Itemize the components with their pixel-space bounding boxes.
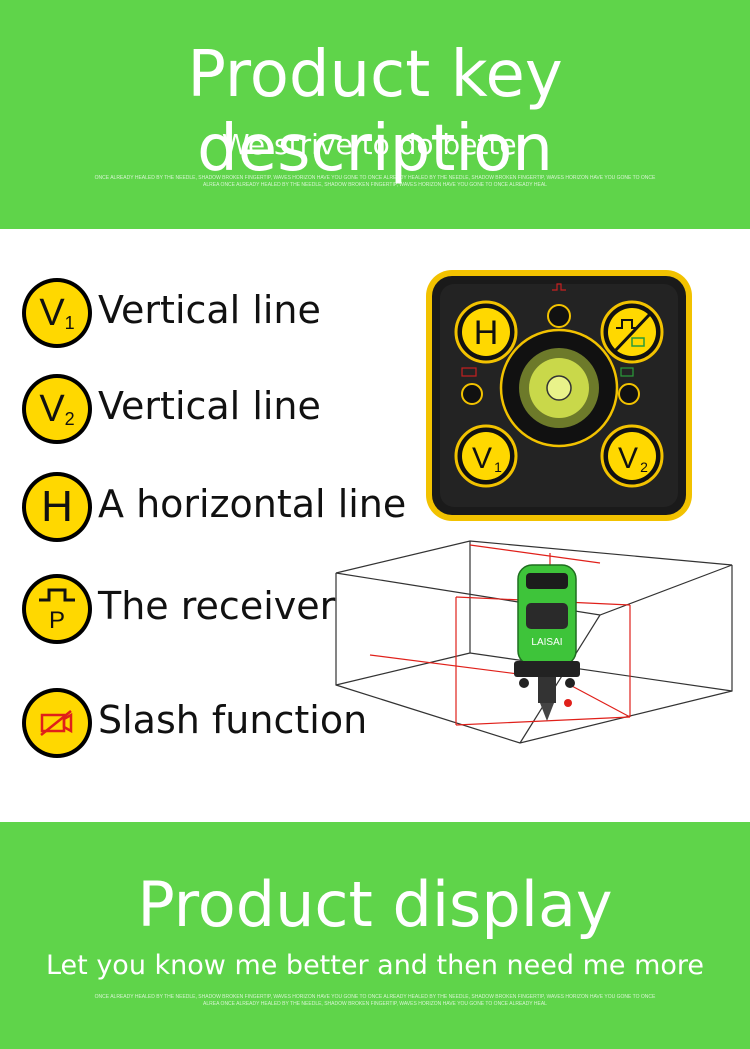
svg-text:V: V xyxy=(472,442,492,475)
feature-label: Slash function xyxy=(98,698,368,742)
feature-item-v2: V2 Vertical line xyxy=(22,374,422,444)
svg-text:H: H xyxy=(474,314,499,352)
feature-item-slash: Slash function xyxy=(22,688,422,758)
fineprint-text: ONCE ALREADY HEALED BY THE NEEDLE, SHADO… xyxy=(94,994,656,1007)
feature-label: Vertical line xyxy=(98,384,321,428)
feature-label: A horizontal line xyxy=(98,482,407,526)
device-brand: LAISAI xyxy=(531,637,562,648)
feature-item-h: H A horizontal line xyxy=(22,472,422,542)
feature-item-v1: V1 Vertical line xyxy=(22,278,422,348)
feature-label: The receiver xyxy=(98,584,336,628)
laser-device: LAISAI xyxy=(514,564,580,721)
v2-icon: V2 xyxy=(22,374,92,444)
v1-icon: V1 xyxy=(22,278,92,348)
panel-button-h: H xyxy=(454,300,518,364)
fineprint-text: ONCE ALREADY HEALED BY THE NEEDLE, SHADO… xyxy=(94,175,656,188)
svg-text:2: 2 xyxy=(640,459,648,475)
panel-button-receiver-slash xyxy=(600,300,664,364)
control-panel-image: H V 1 V 2 xyxy=(426,270,692,521)
panel-button-v1: V 1 xyxy=(454,424,518,488)
svg-text:P: P xyxy=(49,607,65,634)
top-banner: Product key description We strive to do … xyxy=(0,0,750,229)
svg-text:1: 1 xyxy=(494,459,502,475)
feature-item-receiver: P The receiver xyxy=(22,574,422,644)
panel-button-v2: V 2 xyxy=(600,424,664,488)
page-subtitle: We strive to do better xyxy=(221,128,529,161)
section-title: Product display xyxy=(137,868,613,941)
slash-icon xyxy=(22,688,92,758)
section-subtitle: Let you know me better and then need me … xyxy=(45,950,705,981)
svg-text:V: V xyxy=(618,442,638,475)
bottom-banner: Product display Let you know me better a… xyxy=(0,822,750,1049)
page-title: Product key description xyxy=(187,38,563,186)
laser-level-image: LAISAI xyxy=(335,540,733,744)
receiver-icon: P xyxy=(22,574,92,644)
feature-label: Vertical line xyxy=(98,288,321,332)
h-icon: H xyxy=(22,472,92,542)
